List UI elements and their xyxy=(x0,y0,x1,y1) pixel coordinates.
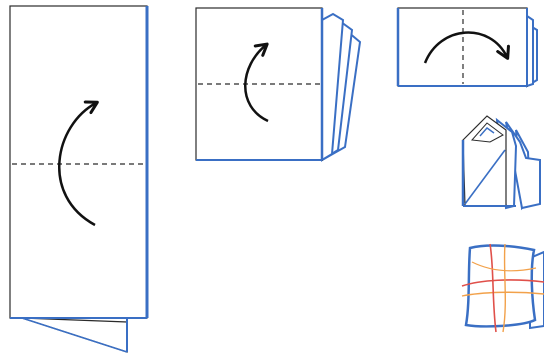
string-icon xyxy=(471,261,537,272)
step-2-fold-in-half xyxy=(195,7,362,162)
square-sheet xyxy=(195,7,323,161)
string-icon xyxy=(461,279,544,287)
tall-sheet xyxy=(9,5,148,319)
diagonal-crease xyxy=(464,149,506,205)
step-4-folded-corners xyxy=(461,115,541,211)
step-3-fold-left-to-right xyxy=(396,7,538,88)
step-1-fold-bottom-up xyxy=(9,5,149,353)
corner-tuck xyxy=(479,127,495,137)
string-icon xyxy=(489,243,497,333)
curved-arrow-up-icon xyxy=(58,100,99,227)
curved-arrow-right-icon xyxy=(423,31,510,64)
corner-tuck xyxy=(470,122,504,143)
curved-arrow-up-icon xyxy=(244,42,269,123)
string-icon xyxy=(502,243,506,333)
bundle-body xyxy=(464,244,537,328)
string-icon xyxy=(461,291,544,297)
flap-edge xyxy=(21,317,128,353)
step-5-tied-bundle xyxy=(461,243,544,333)
